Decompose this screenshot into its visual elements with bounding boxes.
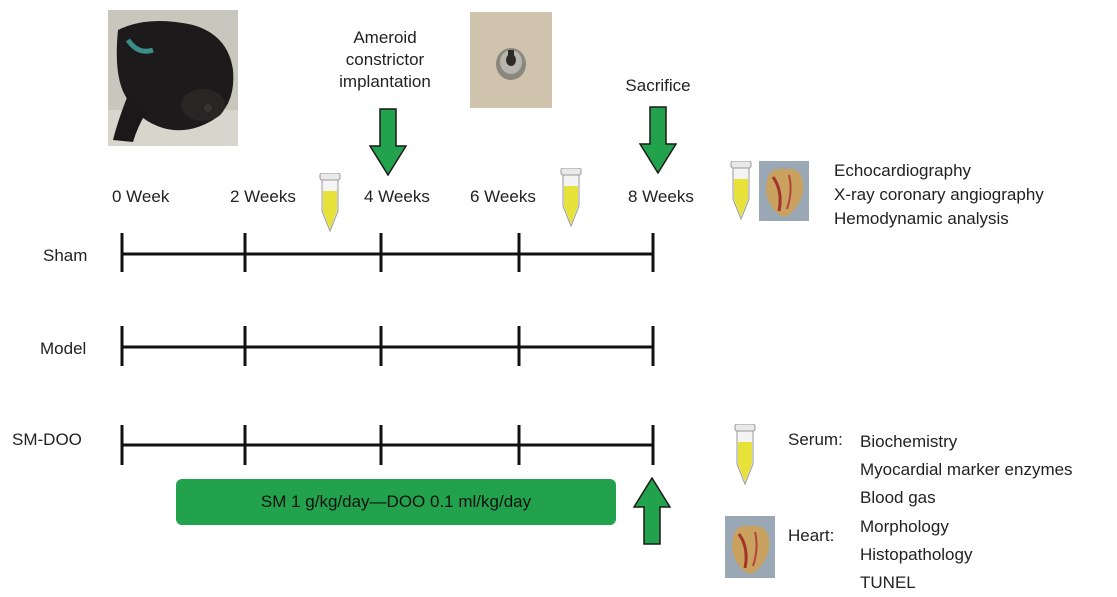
serum-item: Blood gas	[860, 484, 1073, 512]
assessment-item: Hemodynamic analysis	[834, 207, 1044, 231]
assessments-top: Echocardiography X-ray coronary angiogra…	[834, 159, 1044, 231]
assessment-item: X-ray coronary angiography	[834, 183, 1044, 207]
timelines	[0, 0, 700, 480]
heart-photo	[725, 516, 775, 578]
heart-items: Morphology Histopathology TUNEL	[860, 513, 972, 597]
heart-item: Morphology	[860, 513, 972, 541]
timeline-sham	[122, 233, 654, 272]
treatment-bar: SM 1 g/kg/day—DOO 0.1 ml/kg/day	[176, 479, 616, 525]
serum-label: Serum:	[788, 430, 843, 450]
serum-tube-icon	[733, 424, 757, 486]
up-arrow-icon	[633, 477, 671, 545]
heart-label: Heart:	[788, 526, 834, 546]
heart-item: Histopathology	[860, 541, 972, 569]
serum-items: Biochemistry Myocardial marker enzymes B…	[860, 428, 1073, 512]
heart-item: TUNEL	[860, 569, 972, 597]
serum-item: Biochemistry	[860, 428, 1073, 456]
serum-tube-icon	[729, 161, 753, 221]
heart-photo	[759, 161, 809, 221]
timeline-sm-doo	[122, 425, 654, 465]
assessment-item: Echocardiography	[834, 159, 1044, 183]
treatment-bar-label: SM 1 g/kg/day—DOO 0.1 ml/kg/day	[261, 492, 531, 512]
serum-item: Myocardial marker enzymes	[860, 456, 1073, 484]
timeline-model	[122, 326, 654, 366]
